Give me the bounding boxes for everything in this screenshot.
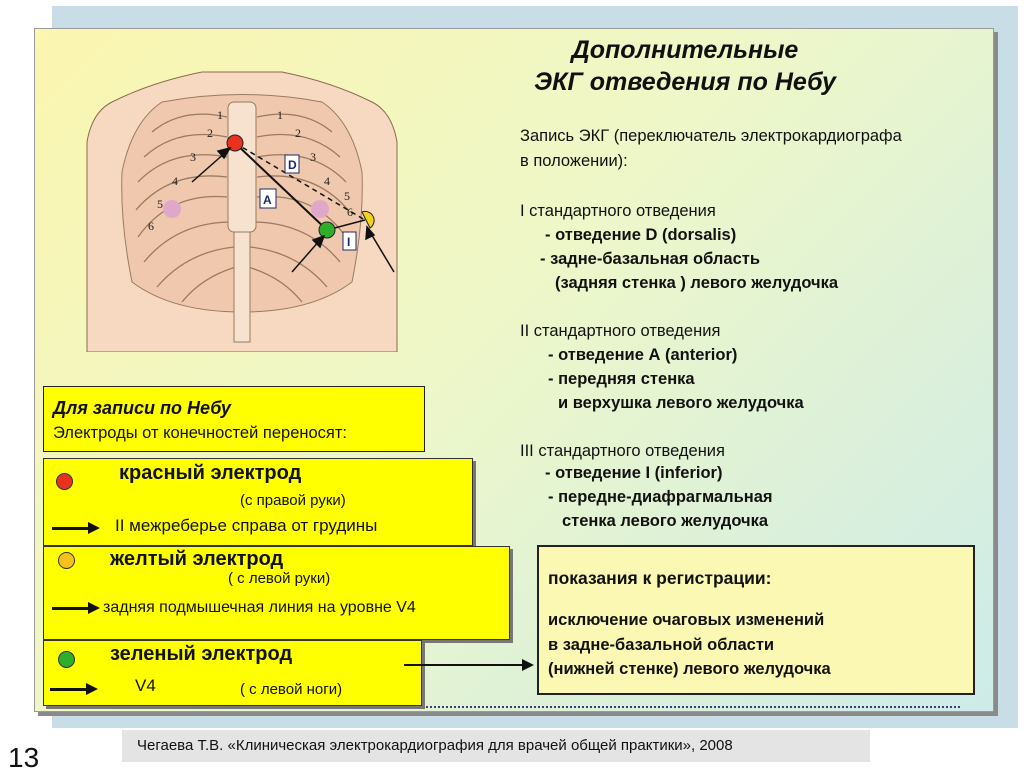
rib-label-right-5: 5: [344, 189, 350, 203]
pointer-arrow-head-green: [311, 234, 326, 249]
green-electrode-box: [43, 640, 422, 706]
rib-label-right-2: 2: [295, 126, 301, 140]
red-electrode-from: (с правой руки): [240, 492, 346, 509]
slide-title-line1: Дополнительные: [571, 36, 799, 64]
lead2-heading: II стандартного отведения: [520, 322, 721, 340]
intro-line2: в положении):: [520, 152, 628, 170]
indications-box: [537, 545, 975, 695]
indications-pointer-arrow: [404, 659, 534, 671]
yellow-dot-icon: [58, 552, 75, 569]
rib-label-right-4: 4: [324, 174, 330, 188]
red-electrode-box: [43, 458, 473, 546]
green-electrode-placement: V4: [135, 676, 156, 695]
nebu-title: Для записи по Небу: [53, 398, 231, 418]
footer-citation: Чегаева Т.В. «Клиническая электрокардиог…: [137, 737, 733, 754]
indications-line2: в задне-базальной области: [548, 636, 775, 654]
label-box-i: [342, 231, 357, 251]
lead1-line1: - отведение D (dorsalis): [545, 226, 737, 244]
lead1-line3: (задняя стенка ) левого желудочка: [555, 274, 839, 292]
pointer-arrow-yellow: [369, 231, 395, 273]
label-d: D: [288, 158, 297, 172]
chest-diagram: 1 2 3 4 5 6 1 2 3 4 5 6 D A I: [86, 71, 398, 352]
lead3-line2: - передне-диафрагмальная: [548, 488, 773, 506]
lead3-line3: стенка левого желудочка: [562, 512, 769, 530]
indications-heading: показания к регистрации:: [548, 568, 772, 588]
yellow-arrow-icon: [52, 602, 100, 614]
nebu-subtitle: Электроды от конечностей переносят:: [53, 424, 347, 442]
footer-bar: [122, 730, 870, 762]
red-dot-icon: [56, 473, 73, 490]
yellow-electrode-icon: [361, 210, 375, 229]
rib-label-left-5: 5: [157, 197, 163, 211]
label-a: A: [263, 193, 272, 207]
lead3-heading: III стандартного отведения: [520, 442, 725, 460]
dotted-separator: [70, 706, 960, 708]
green-electrode-icon: [318, 221, 336, 239]
red-arrow-icon: [52, 522, 100, 534]
yellow-electrode-name: желтый электрод: [110, 548, 284, 570]
lead2-line3: и верхушка левого желудочка: [558, 394, 804, 412]
pointer-arrow-red: [191, 151, 227, 183]
lead-d-line: [234, 142, 366, 221]
lead-a-line: [234, 142, 328, 231]
left-marker: [163, 200, 181, 218]
lead2-line1: - отведение А (anterior): [548, 346, 738, 364]
label-i: I: [347, 235, 350, 249]
slide-title: Дополнительные ЭКГ отведения по Небу: [440, 34, 930, 98]
page-number: 13: [8, 742, 40, 773]
label-box-a: [259, 188, 277, 209]
pointer-arrow-green: [291, 239, 321, 273]
green-electrode-name: зеленый электрод: [110, 643, 293, 665]
slide-title-line2: ЭКГ отведения по Небу: [534, 68, 836, 96]
pointer-arrow-head-red: [216, 146, 232, 160]
green-electrode-from: ( с левой ноги): [240, 681, 343, 698]
sternum: [227, 101, 257, 233]
rib-label-left-2: 2: [207, 126, 213, 140]
red-electrode-placement: II межреберье справа от грудины: [115, 516, 378, 535]
yellow-electrode-box: [43, 546, 510, 640]
indications-line3: (нижней стенке) левого желудочка: [548, 660, 831, 678]
rib-label-left-3: 3: [190, 150, 196, 164]
yellow-electrode-placement: задняя подмышечная линия на уровне V4: [103, 599, 416, 616]
rib-label-right-3: 3: [310, 150, 316, 164]
pointer-arrow-head-yellow: [365, 225, 376, 241]
lead1-heading: I стандартного отведения: [520, 202, 716, 220]
rib-label-left-4: 4: [172, 174, 178, 188]
label-box-d: [284, 154, 300, 174]
lead2-line2: - передняя стенка: [548, 370, 695, 388]
rib-label-left-1: 1: [217, 108, 223, 122]
red-electrode-name: красный электрод: [119, 462, 302, 484]
rib-label-left-6: 6: [148, 219, 154, 233]
yellow-electrode-from: ( с левой руки): [228, 570, 331, 587]
rib-label-right-1: 1: [277, 108, 283, 122]
lead3-line1: - отведение I (inferior): [545, 464, 723, 482]
right-marker: [311, 200, 329, 218]
rib-label-right-6: 6: [347, 205, 353, 219]
intro-line1: Запись ЭКГ (переключатель электрокардиог…: [520, 127, 902, 145]
indications-line1: исключение очаговых изменений: [548, 611, 825, 629]
lead1-line2: - задне-базальная область: [540, 250, 760, 268]
green-dot-icon: [58, 651, 75, 668]
green-arrow-icon: [50, 683, 98, 695]
spine: [233, 231, 251, 343]
nebu-box: [43, 386, 425, 452]
